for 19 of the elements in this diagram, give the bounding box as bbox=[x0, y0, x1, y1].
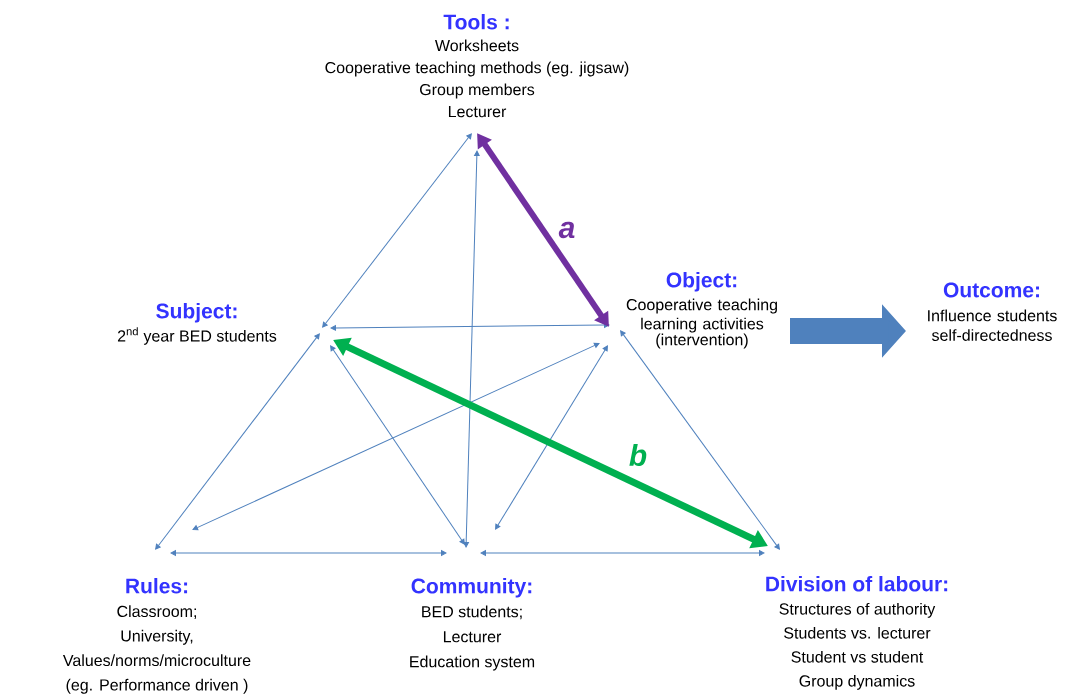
activity-label: Outcome: Influence students self-directedness bbox=[928, 282, 1057, 341]
activity-label: Rules: Classroom; University, Values/norms/microculture (eg. Performance driven ) bbox=[62, 578, 251, 694]
activity-label: Object: Cooperative teaching learning activities (intervention) bbox=[626, 272, 777, 349]
activity-label: Division of labour: Structures of authority Students vs. lecturer Student vs student Group dynamics bbox=[766, 576, 948, 690]
arrow bbox=[192, 342, 600, 531]
arrow bbox=[170, 550, 447, 556]
arrow bbox=[463, 150, 480, 548]
edge-label: a bbox=[557, 220, 577, 240]
activity-label: Tools : Worksheets Cooperative teaching methods (eg. jigsaw) Group members Lecturer bbox=[325, 14, 629, 118]
activity-label: Community: BED students; Lecturer Education system bbox=[410, 578, 535, 671]
activity-label: Subject: 2$^{nd}$ year BED students bbox=[117, 303, 277, 345]
arrow bbox=[155, 333, 320, 550]
arrow bbox=[330, 322, 610, 331]
arrow bbox=[330, 345, 465, 545]
arrow bbox=[495, 345, 608, 530]
edge-label: b bbox=[627, 443, 649, 467]
arrow bbox=[480, 550, 765, 556]
arrow bbox=[620, 330, 780, 550]
arrow bbox=[322, 133, 472, 328]
